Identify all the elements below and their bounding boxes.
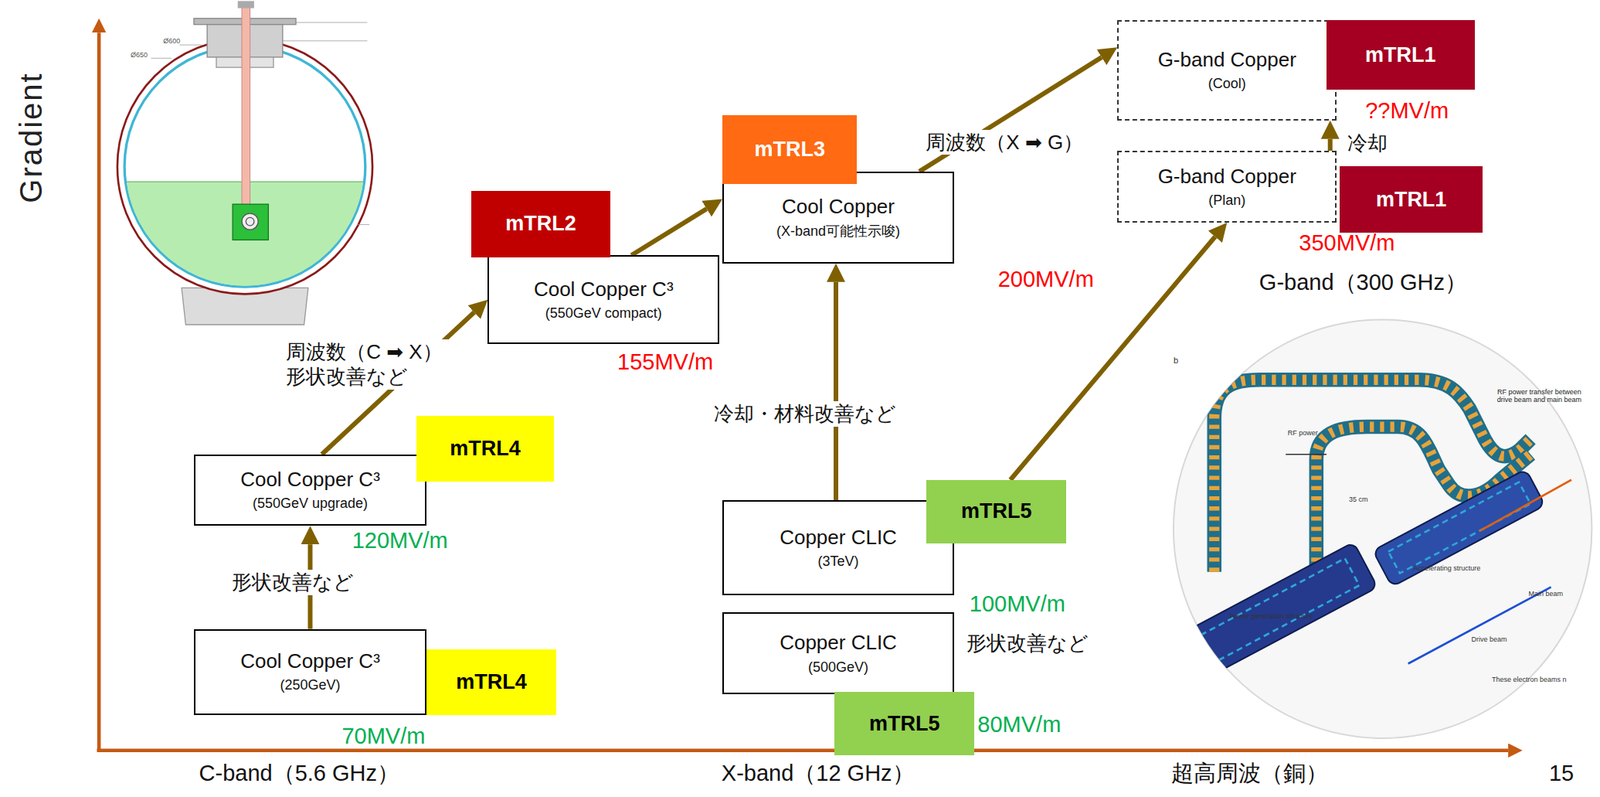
gradient-value: 350MV/m (1298, 230, 1395, 256)
band-label: G-band（300 GHz） (1259, 269, 1468, 296)
trl-badge: mTRL4 (416, 415, 554, 483)
badge-text: mTRL3 (754, 137, 826, 162)
trl-badge: mTRL4 (426, 648, 557, 715)
gradient-value: 120MV/m (352, 527, 449, 554)
progress-arrow (1328, 139, 1333, 152)
figure-label: Accelerating structure (1413, 563, 1481, 572)
gradient-value: 155MV/m (617, 349, 714, 375)
box-subtitle: (550GeV upgrade) (252, 494, 368, 513)
figure-label: Drive beam (1471, 635, 1508, 643)
technology-box: Cool Copper C³ (550GeV upgrade) (193, 454, 427, 526)
gradient-value: 200MV/m (998, 266, 1094, 293)
progress-arrow (631, 208, 707, 255)
gradient-value: 100MV/m (969, 591, 1066, 617)
box-title: G-band Copper (1158, 47, 1297, 72)
box-title: Copper CLIC (779, 525, 897, 550)
technology-box: Cool Copper (X-band可能性示唆) (722, 171, 955, 264)
box-subtitle: (X-band可能性示唆) (776, 222, 901, 241)
progress-arrow (919, 57, 1102, 172)
badge-text: mTRL1 (1365, 43, 1437, 68)
technology-box: Copper CLIC (500GeV) (722, 611, 955, 694)
figure-label: 35 cm (1348, 495, 1369, 503)
figure-label: Main beam (1528, 589, 1564, 598)
axis-label: 超高周波（銅） (1171, 760, 1329, 786)
clic-illustration (1173, 319, 1593, 738)
trl-badge: mTRL1 (1339, 166, 1483, 233)
panel-letter: b (1173, 355, 1179, 366)
technology-box: Copper CLIC (3TeV) (722, 499, 955, 595)
badge-text: mTRL1 (1375, 187, 1448, 212)
plan-box: G-band Copper (Cool) (1117, 20, 1337, 120)
figure-note: These electron beams n (1491, 675, 1567, 683)
arrow-label: 形状改善など (229, 569, 357, 595)
figure-label: Power generation structure (1229, 611, 1314, 620)
arrow-label: 冷却・材料改善など (711, 400, 899, 427)
trl-badge: mTRL1 (1326, 20, 1475, 90)
badge-text: mTRL4 (449, 436, 521, 461)
box-subtitle: (Plan) (1208, 191, 1246, 210)
trl-badge: mTRL5 (834, 691, 975, 755)
axis-label: X-band（12 GHz） (721, 760, 915, 786)
gradient-value: 70MV/m (341, 723, 425, 749)
figure-label: RF power (1287, 428, 1319, 437)
arrow-label: 周波数（X ➡ G） (923, 129, 1086, 156)
box-subtitle: (550GeV compact) (545, 304, 663, 323)
arrow-label: 形状改善など (964, 630, 1091, 656)
axis-title: Gradient (13, 72, 49, 204)
arrow-label: 冷却 (1345, 130, 1390, 157)
box-title: Cool Copper (781, 194, 895, 219)
box-subtitle: (250GeV) (279, 676, 340, 694)
box-title: G-band Copper (1158, 164, 1297, 189)
page-number: 15 (1549, 760, 1574, 786)
badge-text: mTRL5 (869, 711, 941, 736)
technology-box: Cool Copper C³ (550GeV compact) (487, 254, 720, 344)
figure-caption: RF power transfer between drive beam and… (1495, 387, 1583, 405)
trl-badge: mTRL2 (471, 190, 611, 258)
dimension-label: Ø600 (163, 37, 181, 45)
gradient-value: ??MV/m (1365, 98, 1449, 124)
progress-arrow (833, 281, 839, 500)
arrow-label: 周波数（C ➡ X） 形状改善など (283, 339, 467, 390)
trl-badge: mTRL3 (722, 115, 857, 184)
box-title: Cool Copper C³ (533, 277, 674, 302)
badge-text: mTRL5 (961, 499, 1033, 524)
axis-label: C-band（5.6 GHz） (199, 760, 401, 786)
technology-box: Cool Copper C³ (250GeV) (193, 628, 427, 715)
box-subtitle: (500GeV) (808, 658, 869, 677)
box-subtitle: (3TeV) (818, 552, 860, 571)
box-subtitle: (Cool) (1208, 74, 1247, 93)
gradient-value: 80MV/m (977, 711, 1061, 738)
cryostat-illustration (101, 0, 388, 325)
box-title: Cool Copper C³ (240, 648, 381, 673)
badge-text: mTRL2 (505, 211, 577, 236)
box-title: Copper CLIC (779, 630, 897, 655)
box-title: Cool Copper C³ (240, 467, 381, 492)
trl-badge: mTRL5 (926, 479, 1067, 544)
plan-box: G-band Copper (Plan) (1117, 150, 1337, 222)
dimension-label: Ø650 (130, 50, 148, 59)
badge-text: mTRL4 (455, 669, 527, 694)
